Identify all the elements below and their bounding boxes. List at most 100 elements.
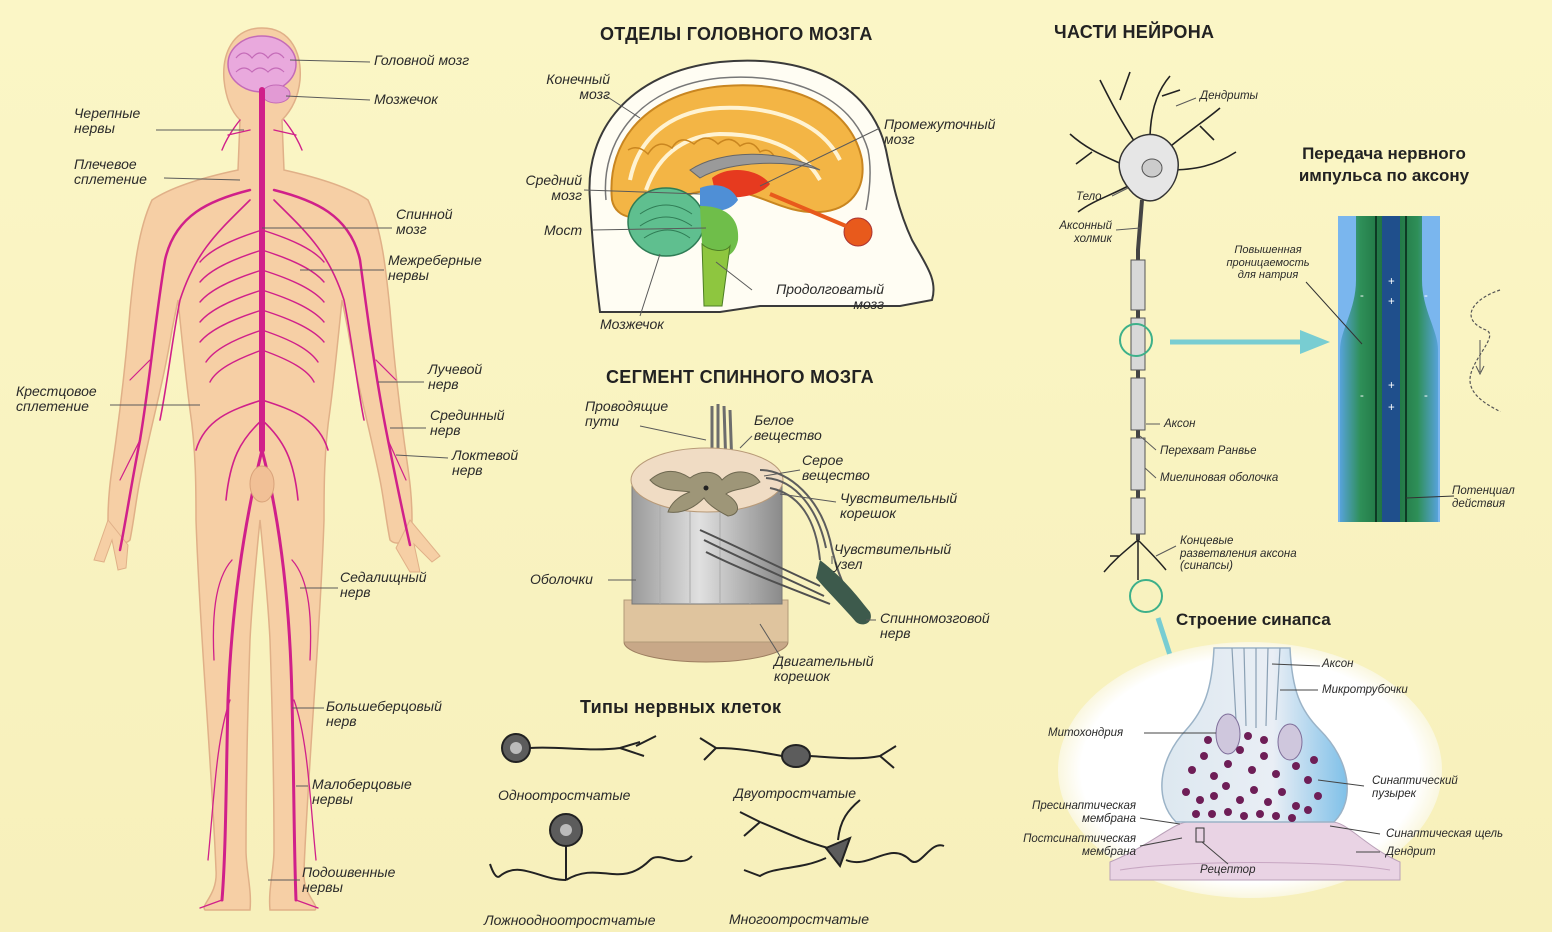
label-multipolar: Многоотростчатые [729, 911, 869, 927]
sign-minus-top: - [1360, 290, 1364, 302]
label-dendrites: Дендриты [1200, 90, 1259, 102]
synapse-diagram [1058, 642, 1442, 898]
label-sensory-root: Чувствительный корешок [840, 490, 958, 521]
label-receptor: Рецептор [1200, 864, 1256, 876]
pons-shape [700, 206, 739, 258]
heading-synapse: Строение синапса [1176, 610, 1331, 629]
brain-leader-lines [583, 95, 881, 317]
corpus-callosum [689, 153, 821, 179]
label-myelin: Миелиновая оболочка [1160, 472, 1279, 484]
label-median: Срединный нерв [430, 407, 505, 438]
neuron-leader-lines [1111, 97, 1197, 557]
label-microtubules: Микротрубочки [1322, 684, 1408, 696]
midbrain-shape [700, 185, 738, 211]
label-ganglion: Чувствительный узел [834, 541, 952, 572]
label-motor-root: Двигательный корешок [774, 653, 874, 684]
nerve-cell-types [489, 733, 945, 881]
label-intercostal: Межреберные нервы [388, 252, 482, 283]
label-white-matter: Белое вещество [754, 412, 822, 443]
label-vesicle: Синаптический пузырек [1372, 775, 1458, 800]
spinal-cord-segment [623, 404, 871, 663]
label-sodium-permeability: Повышенная проницаемость для натрия [1226, 244, 1310, 281]
left-hand [93, 518, 129, 571]
unipolar-cell [501, 733, 657, 763]
label-axon-hillock: Аксонный холмик [1059, 220, 1112, 245]
label-brachial-plexus: Плечевое сплетение [74, 156, 147, 187]
label-brain: Головной мозг [374, 52, 470, 68]
impulse-leader-lines [1305, 281, 1455, 499]
microtubules [1231, 647, 1281, 728]
label-brain-cerebellum: Мозжечок [600, 316, 664, 332]
highlight-ranvier [1119, 323, 1153, 357]
spinal-leader-lines [608, 425, 876, 657]
heading-cell-types: Типы нервных клеток [580, 697, 782, 717]
nerve-network [118, 87, 412, 909]
medulla-shape [701, 242, 731, 307]
label-mitochondria: Митохондрия [1048, 727, 1124, 739]
receptor-marker [1195, 827, 1205, 843]
label-plantar: Подошвенные нервы [302, 864, 396, 895]
label-spinal-cord: Спинной мозг [396, 206, 453, 237]
presynaptic-bulb [1161, 647, 1348, 823]
cerebellum-shape [627, 187, 705, 257]
label-tibial: Большеберцовый нерв [326, 698, 442, 729]
label-axon-terminals: Концевые разветвления аксона (синапсы) [1180, 535, 1297, 572]
label-presynaptic-membrane: Пресинаптическая мембрана [1032, 800, 1136, 825]
synapse-leader-lines [1139, 663, 1381, 865]
myelin-segments [1130, 259, 1146, 535]
label-ranvier-node: Перехват Ранвье [1160, 445, 1257, 457]
genitals [249, 465, 275, 503]
sign-minus-bottom: - [1360, 390, 1364, 402]
multipolar-cell [739, 799, 945, 878]
label-pseudounipolar: Ложноодноотростчатые [484, 912, 656, 928]
label-synapse-axon: Аксон [1322, 658, 1354, 670]
neuron-dendrites [1069, 71, 1237, 213]
synaptic-vesicles [1182, 732, 1322, 822]
heading-brain-sections: ОТДЕЛЫ ГОЛОВНОГО МОЗГА [600, 24, 873, 44]
spinal-tracts-bundle [710, 404, 734, 469]
brain-illustration [227, 35, 297, 93]
neuron-diagram [1069, 71, 1237, 613]
mitochondrion-right [1277, 723, 1303, 761]
label-spinal-nerve: Спинномозговой нерв [880, 610, 990, 641]
cerebellum-illustration [261, 84, 291, 104]
brain-sagittal-section [588, 59, 935, 313]
neuron-nucleus [1141, 158, 1163, 178]
label-dendrite: Дендрит [1386, 846, 1436, 858]
ganglion-nerve [816, 560, 871, 625]
eye [843, 217, 873, 247]
label-peroneal: Малоберцовые нервы [312, 776, 412, 807]
axon-core [1382, 216, 1400, 522]
label-unipolar: Одноотростчатые [498, 787, 631, 803]
axon-terminals [1103, 539, 1167, 580]
highlight-synapse [1129, 579, 1163, 613]
pseudounipolar-cell [489, 813, 693, 881]
label-medulla: Продолговатый мозг [776, 281, 884, 312]
label-axon: Аксон [1164, 418, 1196, 430]
label-pons: Мост [544, 222, 583, 238]
label-neuron-body: Тело [1076, 191, 1102, 203]
label-midbrain: Средний мозг [525, 172, 582, 203]
bipolar-cell [699, 737, 897, 769]
label-synaptic-cleft: Синаптическая щель [1386, 828, 1504, 840]
label-postsynaptic-membrane: Постсинаптическая мембрана [1023, 833, 1136, 858]
label-radial: Лучевой нерв [428, 361, 483, 392]
label-ulnar: Локтевой нерв [452, 447, 519, 478]
skull-inner [604, 76, 871, 211]
label-membranes: Оболочки [530, 571, 593, 587]
sign-plus-top-2: + [1388, 296, 1395, 308]
heading-spinal-segment: СЕГМЕНТ СПИННОГО МОЗГА [606, 367, 874, 387]
mitochondrion-left [1215, 713, 1241, 755]
label-bipolar: Двуотростчатые [734, 785, 857, 801]
label-sacral-plexus: Крестцовое сплетение [16, 383, 97, 414]
motor-root-fibers [699, 529, 831, 605]
sign-minus-top-right: - [1424, 290, 1428, 302]
potential-wave [1469, 289, 1501, 413]
label-action-potential: Потенциал действия [1452, 485, 1515, 510]
sign-plus-bottom: + [1388, 380, 1395, 392]
heading-impulse: Передача нервного импульса по аксону [1298, 144, 1470, 185]
label-cranial-nerves: Черепные нервы [74, 105, 141, 136]
sign-minus-bottom-right: - [1424, 390, 1428, 402]
